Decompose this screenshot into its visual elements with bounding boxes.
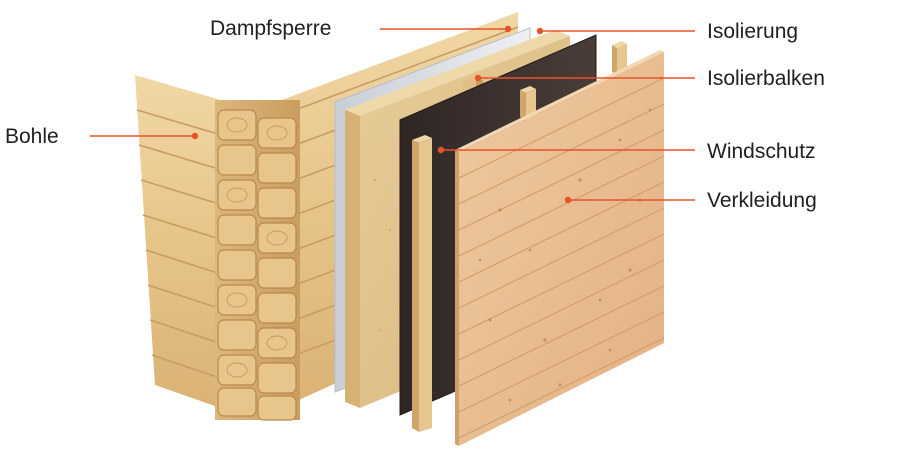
batten-strips <box>412 41 627 432</box>
leader-dampfsperre <box>380 25 512 33</box>
leader-isolierung <box>536 27 695 35</box>
leader-bohle <box>90 132 199 140</box>
label-isolierung: Isolierung <box>707 20 799 43</box>
label-windschutz: Windschutz <box>707 140 816 163</box>
label-verkleidung: Verkleidung <box>707 189 817 212</box>
leader-verkleidung <box>564 196 695 204</box>
label-bohle: Bohle <box>5 125 59 148</box>
bohle-log-ends <box>215 100 300 421</box>
leader-lines <box>90 25 695 204</box>
leader-isolierbalken <box>474 74 695 82</box>
leader-windschutz <box>437 146 695 154</box>
label-isolierbalken: Isolierbalken <box>707 67 825 90</box>
label-dampfsperre: Dampfsperre <box>210 17 332 40</box>
